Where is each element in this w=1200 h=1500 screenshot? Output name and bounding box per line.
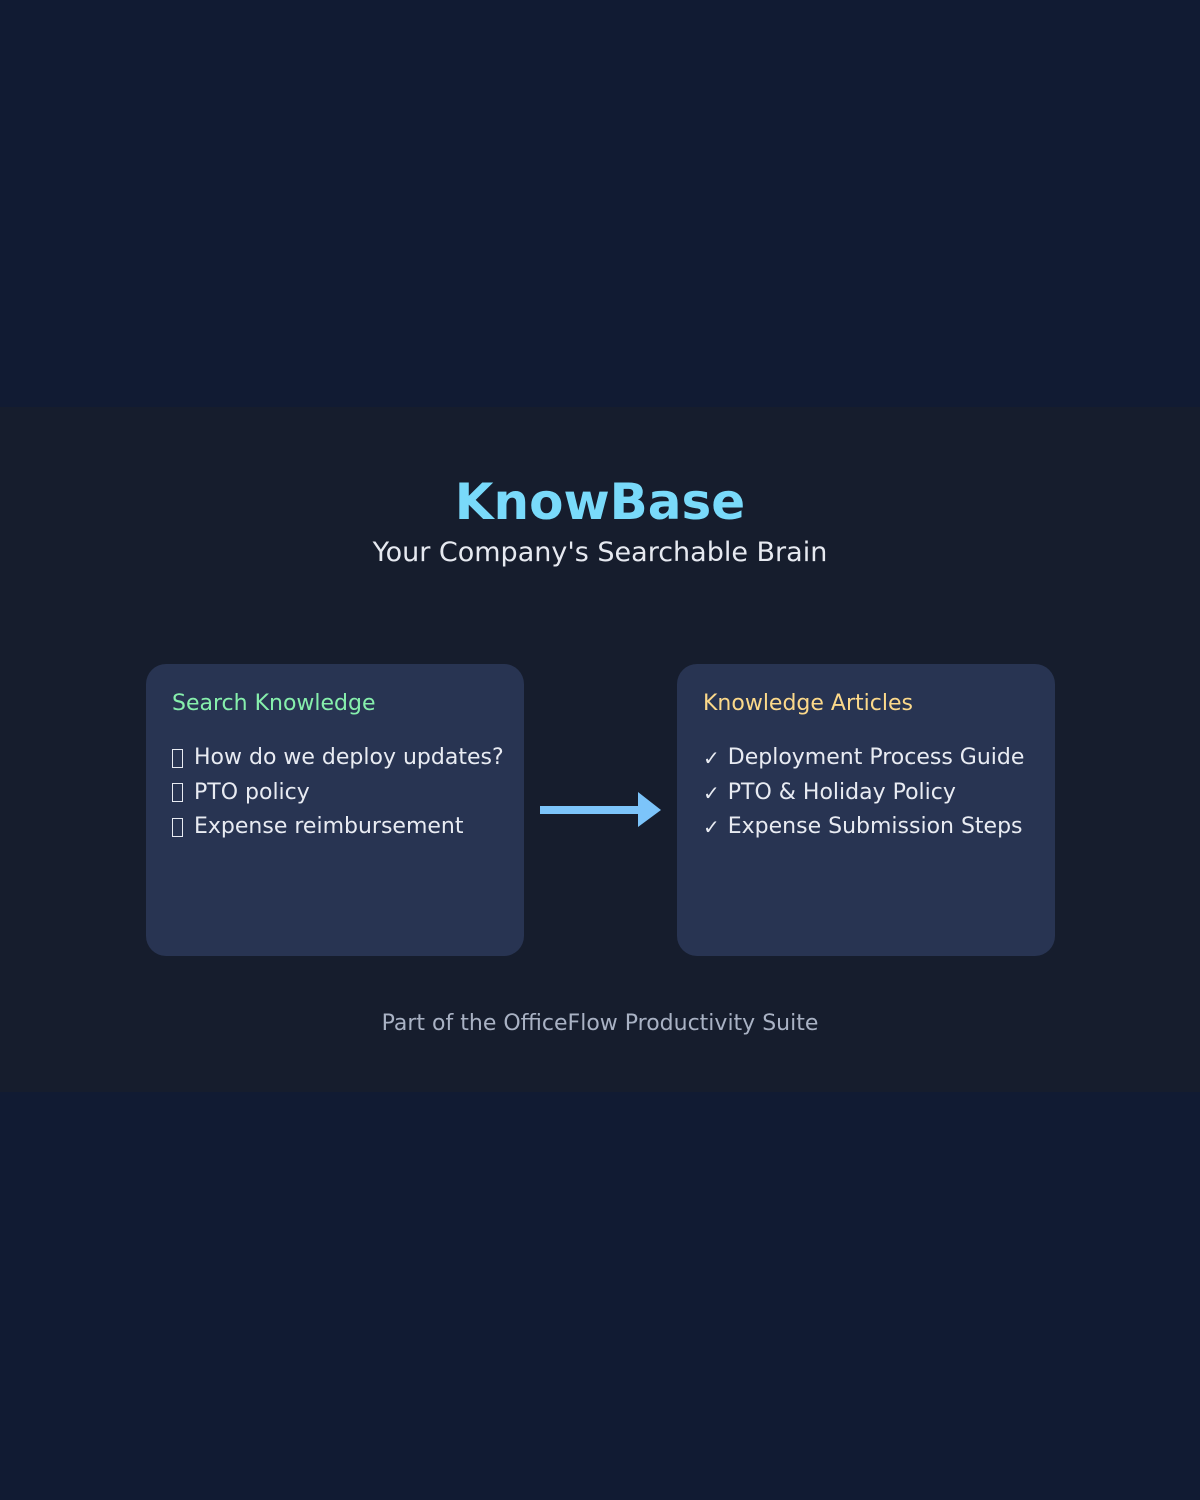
checkmark-icon: ✓ (703, 746, 720, 770)
app-title: KnowBase (454, 473, 746, 531)
arrow-right-icon (540, 792, 661, 827)
footer-text: Part of the OfficeFlow Productivity Suit… (381, 1011, 819, 1036)
search-query-item[interactable]: PTO policy (172, 776, 504, 811)
search-icon (172, 783, 183, 803)
arrow-head (638, 792, 661, 827)
search-card-title: Search Knowledge (172, 691, 376, 716)
checkmark-icon: ✓ (703, 815, 720, 839)
search-icon (172, 817, 183, 837)
article-item[interactable]: ✓ Expense Submission Steps (703, 810, 1024, 845)
article-item[interactable]: ✓ PTO & Holiday Policy (703, 776, 1024, 811)
article-title: Expense Submission Steps (727, 814, 1023, 839)
checkmark-icon: ✓ (703, 780, 720, 805)
article-list: ✓ Deployment Process Guide ✓ PTO & Holid… (703, 741, 1024, 845)
arrow-shaft (540, 806, 642, 814)
article-title: PTO & Holiday Policy (727, 779, 956, 805)
app-subtitle: Your Company's Searchable Brain (372, 537, 828, 568)
search-icon (172, 748, 183, 768)
search-knowledge-card: Search Knowledge How do we deploy update… (146, 664, 524, 956)
knowledge-articles-card: Knowledge Articles ✓ Deployment Process … (677, 664, 1055, 956)
search-query-text: PTO policy (194, 779, 310, 805)
search-query-item[interactable]: Expense reimbursement (172, 810, 504, 845)
search-query-text: Expense reimbursement (194, 814, 464, 839)
article-title: Deployment Process Guide (727, 745, 1025, 770)
articles-card-title: Knowledge Articles (703, 691, 913, 716)
article-item[interactable]: ✓ Deployment Process Guide (703, 741, 1024, 776)
search-query-item[interactable]: How do we deploy updates? (172, 741, 504, 776)
search-query-list: How do we deploy updates? PTO policy Exp… (172, 741, 504, 845)
search-query-text: How do we deploy updates? (194, 745, 504, 770)
